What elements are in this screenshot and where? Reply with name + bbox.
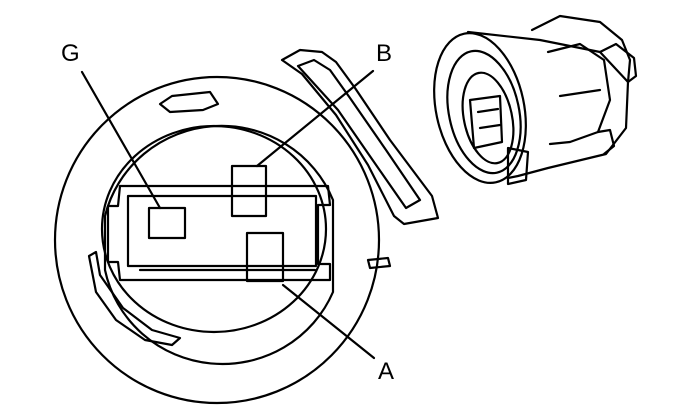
socket-outer-rim: [53, 75, 381, 405]
callout-label-a: A: [378, 358, 395, 385]
callout-label-g: G: [61, 40, 80, 67]
socket-inner-ring: [103, 124, 335, 366]
slot-line-1: [476, 107, 500, 114]
callout-label-b: B: [376, 40, 393, 67]
body-seam: [558, 88, 602, 98]
terminal-b: [230, 164, 268, 218]
connector-body: [466, 30, 630, 180]
leader-line-g: [80, 70, 162, 210]
connector-front-ring: [446, 49, 522, 175]
socket-pin: [366, 256, 392, 270]
locking-arm-inner: [296, 58, 422, 210]
socket-inner-circle: [100, 124, 328, 334]
leader-line-b: [255, 69, 375, 168]
socket-face-view: [53, 48, 440, 405]
terminal-housing: [106, 184, 332, 282]
terminal-housing-inner: [126, 194, 318, 268]
socket-lock-tab: [158, 90, 220, 114]
locking-arm: [280, 48, 440, 226]
terminal-g: [147, 206, 187, 240]
connector-bore: [461, 71, 515, 165]
connector-front-rim: [433, 32, 527, 184]
connector-flange-tab: [506, 146, 530, 186]
connector-terminal-slot: [468, 94, 504, 150]
leader-line-a: [281, 283, 376, 360]
connector-latch: [598, 42, 638, 84]
connector-body-side: [546, 42, 612, 146]
connector-body-top: [530, 14, 632, 84]
socket-lower-channel: [87, 250, 182, 347]
terminal-a: [245, 231, 285, 283]
slot-line-2: [478, 123, 502, 130]
bulb-socket-connector: [433, 14, 638, 186]
connector-rear-tab: [596, 128, 616, 156]
